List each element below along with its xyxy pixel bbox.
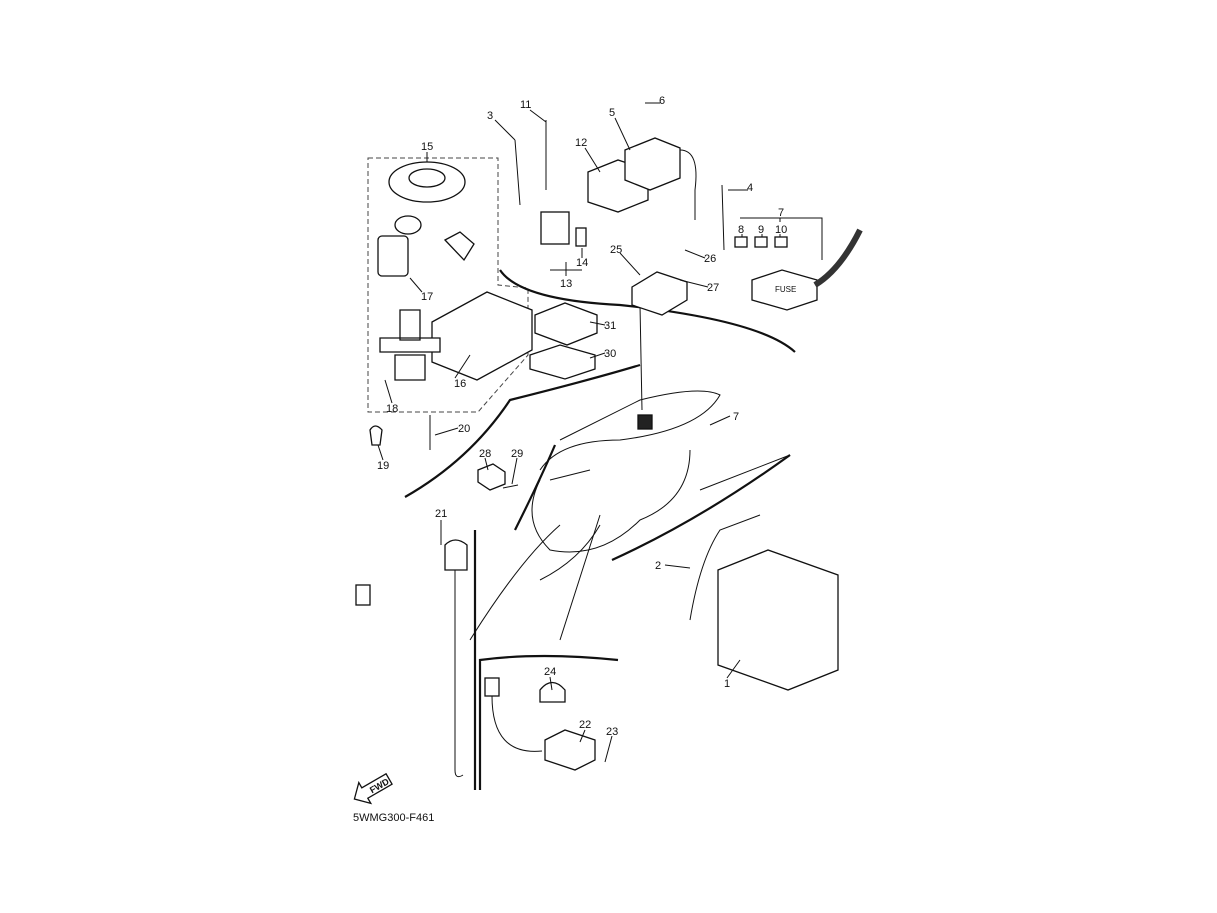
label-part-7: 7: [778, 207, 784, 219]
motorcycle-outline: [469, 304, 791, 641]
label-part-5: 5: [609, 107, 615, 119]
part-22-sidestand-switch: [544, 729, 596, 771]
label-part-26: 26: [704, 253, 716, 265]
fuse-box-label: FUSE: [775, 285, 796, 294]
part-16-ecu: [431, 291, 533, 381]
part-17-lock: [377, 235, 409, 277]
leader-lines: [377, 102, 823, 763]
part-28-sensor: [477, 463, 506, 491]
part-13-relay: [540, 211, 570, 245]
sidestand-bracket: [478, 654, 619, 790]
label-part-13: 13: [560, 278, 572, 290]
label-part-7-location: 7: [733, 411, 739, 423]
forward-arrow-icon: FWD: [353, 772, 393, 805]
sensor-bracket: [514, 444, 557, 531]
label-part-9: 9: [758, 224, 764, 236]
part-21-switch: [444, 539, 468, 571]
part-30-cover: [529, 344, 596, 380]
label-part-1: 1: [724, 678, 730, 690]
fuse-group-bracket: [499, 269, 796, 353]
part-8-fuse: [734, 236, 748, 248]
label-part-3: 3: [487, 110, 493, 122]
label-part-28: 28: [479, 448, 491, 460]
part-2-battery-lead: [689, 514, 761, 621]
label-part-19: 19: [377, 460, 389, 472]
label-part-21: 21: [435, 508, 447, 520]
parts: FUSE: [355, 120, 863, 778]
label-part-29: 29: [511, 448, 523, 460]
left-group-bracket: [404, 363, 641, 498]
label-part-30: 30: [604, 348, 616, 360]
label-part-2: 2: [655, 560, 661, 572]
label-part-23: 23: [606, 726, 618, 738]
label-part-31: 31: [604, 320, 616, 332]
part-19-key: [369, 425, 383, 446]
part-18-main-switch: [379, 309, 441, 381]
part-1-battery: [717, 549, 839, 691]
part-7-fuse-box: [751, 269, 818, 311]
label-part-17: 17: [421, 291, 433, 303]
label-part-14: 14: [576, 257, 588, 269]
label-part-12: 12: [575, 137, 587, 149]
label-part-25: 25: [610, 244, 622, 256]
part-5-starter-relay: [624, 137, 681, 191]
label-part-4: 4: [747, 182, 753, 194]
part-labels: 1 2 3 4 5 6 7 7 8 9 10 11 12 13 14 15 16…: [377, 95, 787, 738]
diagram-code: 5WMG300-F461: [353, 812, 434, 824]
label-part-15: 15: [421, 141, 433, 153]
part-29-screw: [502, 484, 519, 489]
part-10-fuse: [774, 236, 788, 248]
cable-ties: [514, 120, 725, 251]
label-part-20: 20: [458, 423, 470, 435]
part-9-fuse: [754, 236, 768, 248]
label-part-18: 18: [386, 403, 398, 415]
label-part-22: 22: [579, 719, 591, 731]
label-part-16: 16: [454, 378, 466, 390]
part-24-clamp: [539, 681, 566, 703]
battery-bracket: [611, 454, 791, 562]
label-part-24: 24: [544, 666, 556, 678]
part-31-cover: [534, 302, 598, 346]
label-part-10: 10: [775, 224, 787, 236]
label-part-27: 27: [707, 282, 719, 294]
label-part-6: 6: [659, 95, 665, 107]
label-part-11: 11: [520, 99, 531, 111]
part-14: [575, 227, 587, 247]
part-25-relay: [631, 271, 688, 316]
group-outlines: [367, 157, 796, 790]
label-part-8: 8: [738, 224, 744, 236]
